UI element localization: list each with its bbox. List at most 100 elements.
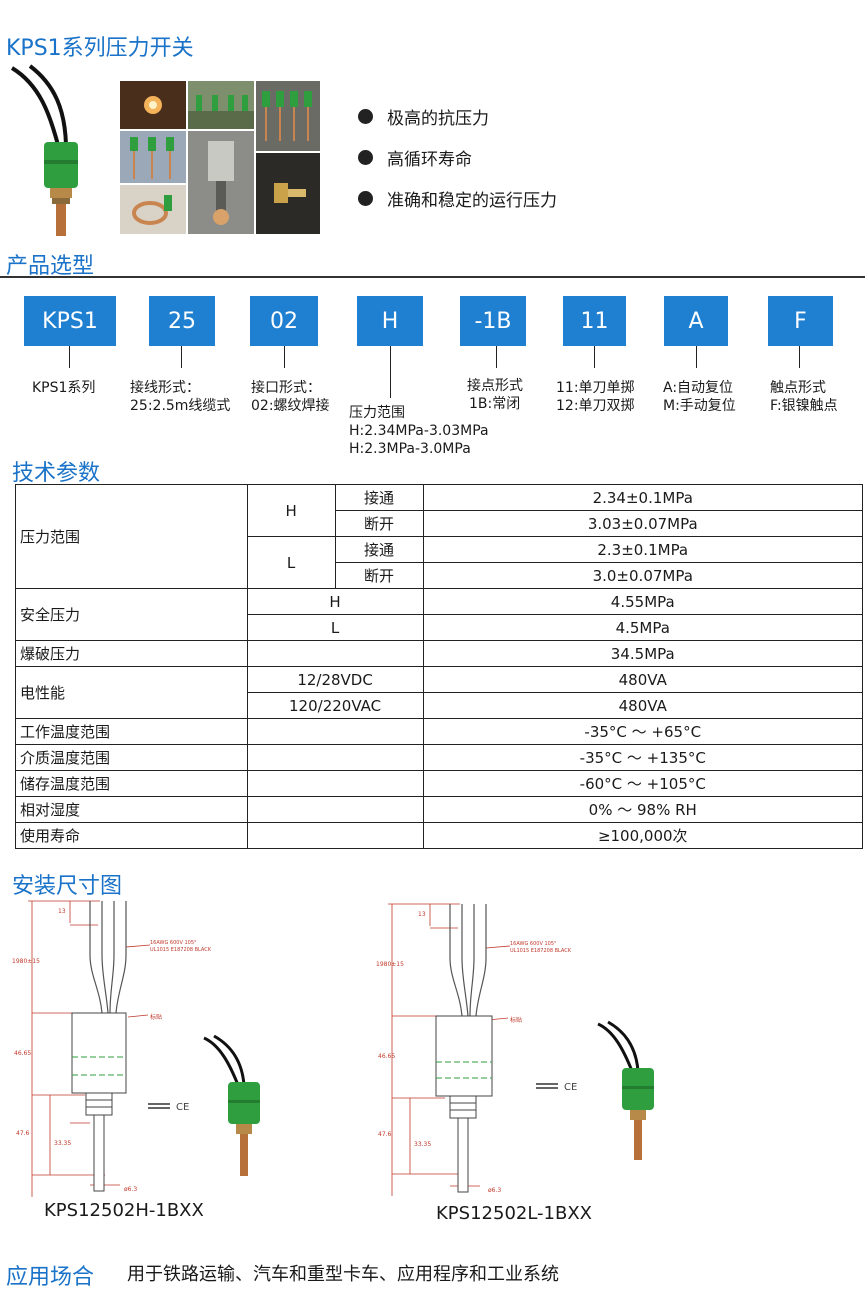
spec-value: 3.03±0.07MPa <box>422 510 863 537</box>
spec-value: -35°C ～ +65°C <box>422 718 863 745</box>
table-row: L 4.5MPa <box>16 614 863 641</box>
table-row: 相对湿度 0% ～ 98% RH <box>15 796 863 823</box>
photo-assembly-line <box>188 81 254 129</box>
svg-text:UL1015 E187208 BLACK: UL1015 E187208 BLACK <box>510 948 572 954</box>
connector-line <box>594 346 595 368</box>
svg-text:CE: CE <box>176 1102 189 1113</box>
code-desc-series: KPS1系列 <box>32 380 96 396</box>
code-box-range: H <box>357 296 423 346</box>
connector-line <box>799 346 800 368</box>
photo-fitting <box>256 153 320 234</box>
spec-empty <box>246 718 424 745</box>
spec-value: -35°C ～ +135°C <box>422 744 863 771</box>
spec-value: ≥100,000次 <box>422 822 863 849</box>
spec-label: 储存温度范围 <box>15 770 248 797</box>
pressure-switch-photo-h <box>203 1034 260 1176</box>
spec-state: 断开 <box>334 510 424 537</box>
spec-label: 安全压力 <box>15 588 248 641</box>
bullet-icon <box>358 150 373 165</box>
svg-text:33.35: 33.35 <box>54 1140 71 1147</box>
spec-value: 480VA <box>422 666 863 693</box>
spec-table: 压力范围 H 接通 2.34±0.1MPa 断开 3.03±0.07MPa L … <box>15 484 863 849</box>
spec-state: 断开 <box>334 562 424 589</box>
code-box-port: 02 <box>250 296 318 346</box>
spec-sub: H <box>246 484 336 537</box>
spec-value: -60°C ～ +105°C <box>422 770 863 797</box>
spec-value: 2.34±0.1MPa <box>422 484 863 511</box>
feature-text: 准确和稳定的运行压力 <box>387 191 557 211</box>
dimension-drawing-l: 13 1980±15 46.65 47.6 33.35 ø6.3 16AWG 6… <box>376 903 577 1196</box>
table-row: 使用寿命 ≥100,000次 <box>15 822 863 849</box>
table-row: 介质温度范围 -35°C ～ +135°C <box>15 744 863 771</box>
table-row: 爆破压力 34.5MPa <box>15 640 863 667</box>
spec-empty <box>246 770 424 797</box>
table-row: 压力范围 H 接通 2.34±0.1MPa <box>15 484 863 589</box>
spec-value: 2.3±0.1MPa <box>422 536 863 563</box>
photo-welding <box>120 81 186 129</box>
spec-sub: L <box>246 536 336 589</box>
spec-value: 34.5MPa <box>422 640 863 667</box>
table-row: L 接通 2.3±0.1MPa <box>16 536 863 589</box>
spec-sub: 120/220VAC <box>246 692 424 719</box>
spec-sub: L <box>246 614 424 641</box>
spec-value: 4.5MPa <box>422 614 863 641</box>
connector-line <box>69 346 70 368</box>
spec-value: 4.55MPa <box>422 588 863 615</box>
spec-label: 相对湿度 <box>15 796 248 823</box>
spec-sub: 12/28VDC <box>246 666 424 693</box>
photo-coil <box>120 185 186 234</box>
svg-text:13: 13 <box>58 908 66 915</box>
spec-label: 工作温度范围 <box>15 718 248 745</box>
svg-text:ø6.3: ø6.3 <box>124 1186 137 1193</box>
code-box-reset: A <box>664 296 728 346</box>
bullet-icon <box>358 191 373 206</box>
table-row: 安全压力 H 4.55MPa <box>15 588 863 641</box>
spec-value: 0% ～ 98% RH <box>422 796 863 823</box>
code-desc-port: 接口形式：02:螺纹焊接 <box>251 380 330 414</box>
spec-empty <box>246 822 424 849</box>
svg-text:46.65: 46.65 <box>14 1050 31 1057</box>
svg-text:16AWG 600V 105°: 16AWG 600V 105° <box>150 940 197 946</box>
feature-text: 高循环寿命 <box>387 150 472 170</box>
feature-item: 准确和稳定的运行压力 <box>358 178 557 219</box>
svg-text:标贴: 标贴 <box>510 1016 522 1024</box>
feature-item: 极高的抗压力 <box>358 96 557 137</box>
connector-line <box>390 346 391 398</box>
specs-title: 技术参数 <box>12 461 101 486</box>
svg-text:13: 13 <box>418 911 426 918</box>
application-title: 应用场合 <box>6 1265 95 1290</box>
drawing-caption-h: KPS12502H-1BXX <box>44 1200 204 1221</box>
photo-copper-tubes <box>120 131 186 183</box>
production-photo-grid <box>120 81 320 234</box>
code-box-pole: 11 <box>563 296 626 346</box>
code-box-contact: -1B <box>460 296 526 346</box>
connector-line <box>181 346 182 368</box>
install-title: 安装尺寸图 <box>12 874 123 899</box>
connector-line <box>496 346 497 368</box>
spec-sub: H <box>246 588 424 615</box>
svg-text:UL1015 E187208 BLACK: UL1015 E187208 BLACK <box>150 947 212 953</box>
selection-title: 产品选型 <box>6 254 95 279</box>
spec-label: 爆破压力 <box>15 640 248 667</box>
page-title: KPS1系列压力开关 <box>6 36 194 61</box>
connector-line <box>696 346 697 368</box>
spec-label: 压力范围 <box>15 484 248 589</box>
code-box-wiring: 25 <box>149 296 215 346</box>
svg-text:46.65: 46.65 <box>378 1053 395 1060</box>
table-row: 断开 3.0±0.07MPa <box>16 562 863 589</box>
spec-state: 接通 <box>334 484 424 511</box>
svg-text:CE: CE <box>564 1082 577 1093</box>
feature-list: 极高的抗压力 高循环寿命 准确和稳定的运行压力 <box>358 96 557 219</box>
spec-value: 3.0±0.07MPa <box>422 562 863 589</box>
svg-text:ø6.3: ø6.3 <box>488 1187 501 1194</box>
spec-value: 480VA <box>422 692 863 719</box>
section-divider <box>0 276 865 278</box>
svg-text:1980±15: 1980±15 <box>376 961 404 968</box>
bullet-icon <box>358 109 373 124</box>
spec-empty <box>246 796 424 823</box>
drawing-caption-l: KPS12502L-1BXX <box>436 1203 593 1224</box>
